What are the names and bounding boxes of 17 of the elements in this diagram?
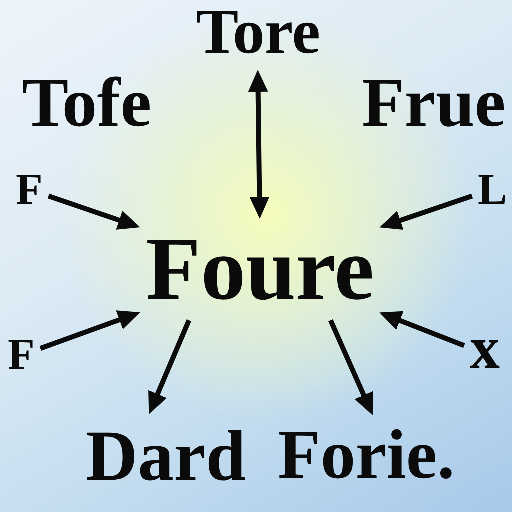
node-label: F: [16, 168, 43, 212]
node-label: Forie.: [278, 421, 455, 491]
arrow: [40, 310, 140, 351]
node-label: L: [478, 168, 508, 212]
double-arrow: [248, 70, 270, 219]
word-label: Frue: [362, 69, 506, 139]
arrow: [328, 319, 374, 416]
node-label: x: [470, 318, 500, 378]
arrow: [148, 320, 192, 415]
node-label: Foure: [146, 225, 374, 315]
arrow: [48, 194, 140, 230]
node-label: Tore: [196, 0, 320, 64]
node-label: F: [8, 333, 35, 377]
node-label: Dard: [86, 420, 246, 492]
word-label: Tofe: [22, 69, 152, 139]
arrow: [380, 194, 474, 230]
arrow: [380, 311, 466, 348]
